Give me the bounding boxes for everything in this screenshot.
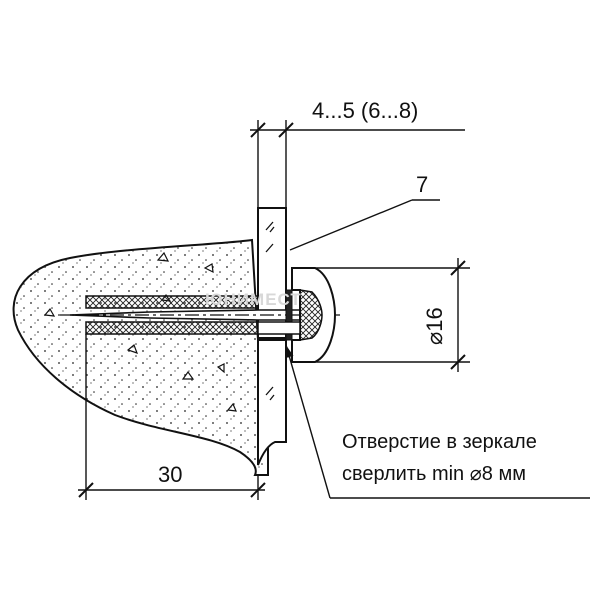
dimension-head-diameter (300, 258, 470, 372)
dowel-lower (85, 321, 259, 335)
spacer-washer (285, 289, 293, 341)
note-line-2: сверлить min ⌀8 мм (342, 463, 526, 485)
dowel-upper (85, 295, 259, 309)
note-leader (285, 344, 590, 499)
label-depth: 30 (158, 462, 182, 487)
dimension-glass-gap (250, 120, 465, 208)
label-callout-7: 7 (416, 172, 428, 197)
watermark-logo: ЮНИМЕСТ (205, 290, 302, 309)
callout-7-leader (289, 199, 440, 251)
dimension-depth (78, 334, 266, 500)
label-head-diameter: ⌀16 (422, 307, 447, 345)
label-glass-gap: 4...5 (6...8) (312, 98, 418, 123)
note-line-1: Отверстие в зеркале (342, 431, 537, 453)
